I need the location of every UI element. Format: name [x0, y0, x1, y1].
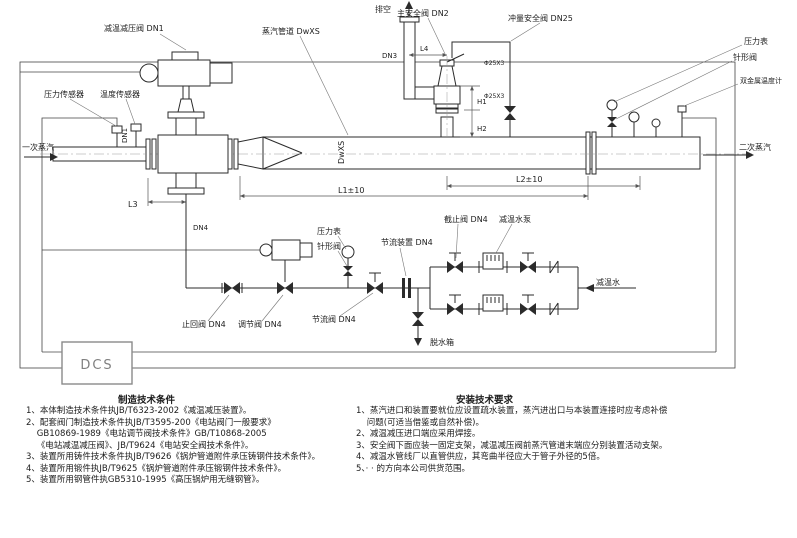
- note-line: 4、装置所用锻件执JB/T9625《锅炉管道附件承压锻钢件技术条件》。: [26, 463, 287, 474]
- note-line: 3、装置所用铸件技术条件执JB/T9626《锅炉管道附件承压铸钢件技术条件》。: [26, 452, 321, 462]
- cooling-water-label: 减温水: [596, 277, 620, 287]
- l1-dimension-label: L1±10: [338, 186, 364, 195]
- reducing-valve-assembly: [139, 51, 239, 195]
- secondary-steam-label: 二次蒸汽: [739, 142, 771, 152]
- l3-dimension-label: L3: [128, 200, 138, 209]
- note-line: 4、减温水管线厂以直管供应，其弯曲半径应大于管子外径的5倍。: [356, 452, 605, 462]
- l4-label: L4: [420, 45, 429, 53]
- note-line: 2、减温减压进口端应采用焊接。: [356, 429, 481, 439]
- dn4-label: DN4: [193, 224, 209, 232]
- note-line: 问题(可适当借鉴或自然补偿)。: [356, 417, 484, 428]
- water-line: [185, 194, 636, 346]
- h1-label: H1: [477, 98, 487, 106]
- h2-label: H2: [477, 125, 487, 133]
- note-line: 5、装置所用钢管件执GB5310-1995《高压锅炉用无缝钢管》。: [26, 475, 265, 485]
- outlet-instruments: [606, 99, 687, 137]
- throttle-device-label: 节流装置 DN4: [381, 237, 433, 247]
- reducing-valve-label: 减温减压阀 DN1: [104, 23, 164, 33]
- main-safety-valve-assembly: [399, 1, 465, 138]
- pressure-transmitter-label: 压力传感器: [44, 89, 84, 99]
- note-line: 5、· · 的方向本公司供货范围。: [356, 463, 470, 474]
- impulse-pipe-size-label-2: Φ25X3: [484, 93, 504, 100]
- note-line: 2、配套阀门制造技术条件执JB/T3595-200《电站阀门一般要求》: [26, 417, 276, 428]
- note-line: 1、蒸汽进口和装置要就位应设置疏水装置，蒸汽进出口与本装置连接时应考虑补偿: [356, 406, 668, 416]
- dimension-lines: [147, 53, 641, 206]
- dcs-box: DCS: [61, 341, 133, 385]
- control-valve-label: 调节阀 DN4: [238, 320, 282, 329]
- primary-steam-label: 一次蒸汽: [22, 142, 54, 152]
- flow-arrows: [24, 151, 754, 161]
- note-line: 《电站减温减压阀》、JB/T9624《电站安全阀技术条件》。: [26, 440, 254, 451]
- needle-valve-mid-label: 针形阀: [317, 241, 341, 251]
- note-line: GB10869-1989《电站调节阀技术条件》GB/T10868-2005: [26, 429, 267, 439]
- diagram-labels: 减温减压阀 DN1 蒸汽管道 DwXS 主安全阀 DN2 冲量安全阀 DN25 …: [22, 4, 782, 347]
- note-line: 1、本体制造技术条件执JB/T6323-2002《减温减压装置》。: [26, 406, 252, 416]
- pressure-gauge-mid-label: 压力表: [317, 226, 341, 236]
- check-valve-label: 止回阀 DN4: [182, 319, 226, 329]
- stop-valve-label: 截止阀 DN4: [444, 214, 488, 224]
- installation-notes-title: 安装技术要求: [456, 395, 514, 406]
- l2-dimension-label: L2±10: [516, 175, 542, 184]
- drain-tank-label: 脱水箱: [430, 337, 454, 347]
- dn3-label: DN3: [382, 52, 397, 60]
- impulse-safety-valve-assembly: [451, 41, 516, 137]
- dwxs-pipe-label: DwXS: [337, 141, 346, 164]
- leader-lines: [69, 17, 743, 322]
- needle-valve-right-label: 针形阀: [733, 52, 757, 62]
- manufacturing-notes: 制造技术条件 1、本体制造技术条件执JB/T6323-2002《减温减压装置》。…: [26, 392, 341, 487]
- installation-notes: 安装技术要求 1、蒸汽进口和装置要就位应设置疏水装置，蒸汽进出口与本装置连接时应…: [356, 392, 776, 475]
- dn1-label: DN1: [121, 128, 129, 143]
- transmitters: [111, 123, 142, 147]
- note-line: 3、安全阀下面应装一固定支架，减温减压阀前蒸汽管道末端应分别装置活动支架。: [356, 440, 668, 451]
- vent-label: 排空: [375, 4, 391, 14]
- main-steam-pipe: [40, 131, 752, 175]
- dcs-label: DCS: [80, 358, 113, 373]
- manufacturing-notes-title: 制造技术条件: [118, 395, 176, 406]
- steam-pipe-label: 蒸汽管道 DwXS: [262, 26, 320, 36]
- impulse-pipe-size-label: Φ25X3: [484, 60, 504, 67]
- pressure-gauge-right-label: 压力表: [744, 36, 768, 46]
- main-safety-valve-label: 主安全阀 DN2: [397, 8, 449, 18]
- bimetal-thermometer-label: 双金属温度计: [740, 76, 782, 85]
- throttle-valve-label: 节流阀 DN4: [312, 314, 356, 324]
- water-pump-label: 减温水泵: [499, 214, 531, 224]
- control-signal-lines: [19, 61, 736, 369]
- temperature-transmitter-label: 温度传感器: [100, 89, 140, 99]
- impulse-safety-valve-label: 冲量安全阀 DN25: [508, 13, 573, 23]
